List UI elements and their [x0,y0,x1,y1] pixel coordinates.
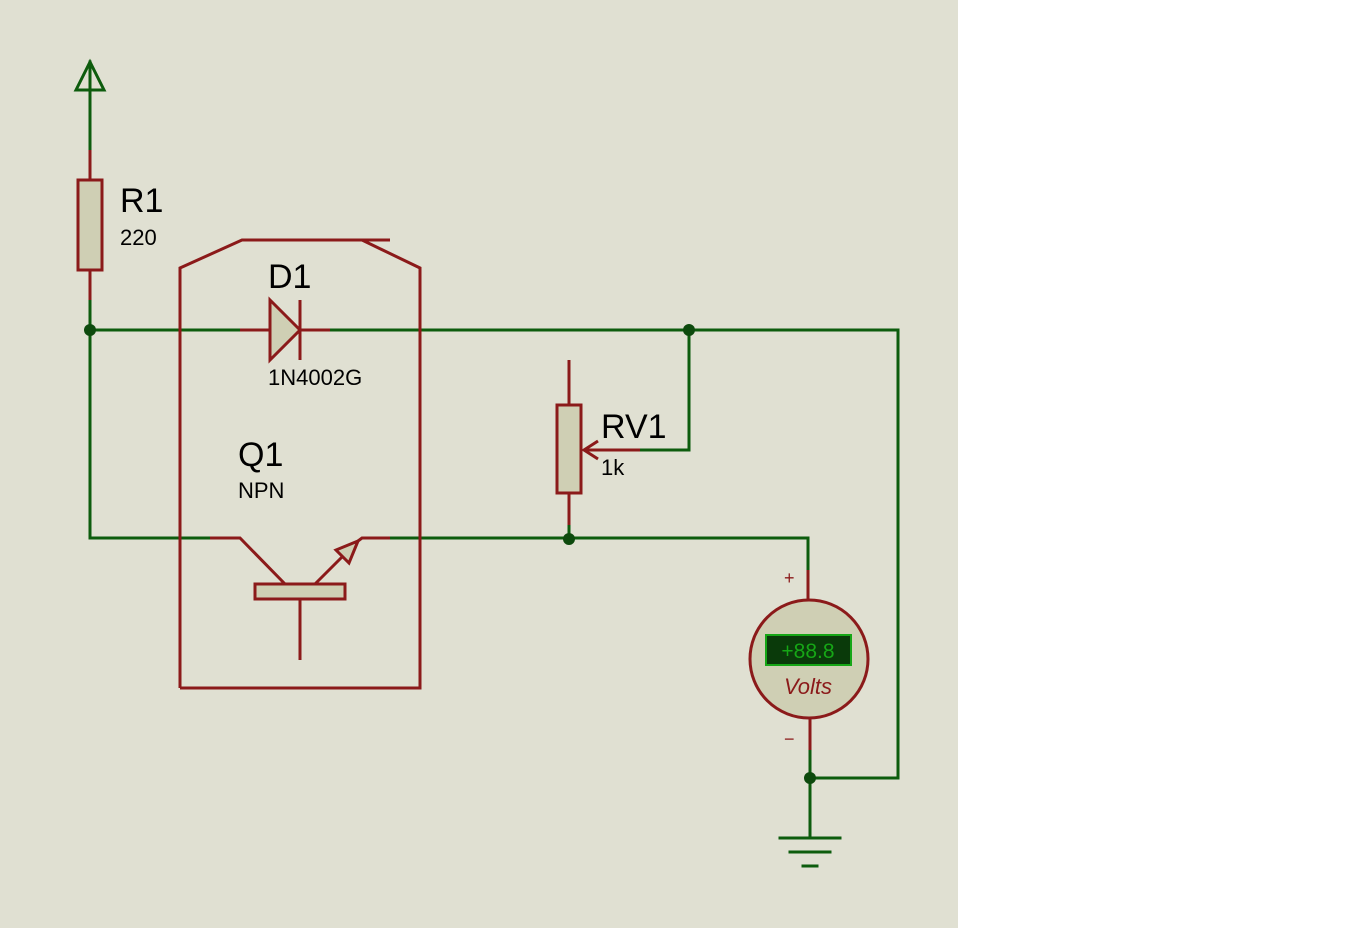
q1-value-label: NPN [238,478,284,503]
component-enclosure[interactable] [178,238,422,690]
q1-ref-label: Q1 [238,436,283,474]
d1-ref-label: D1 [268,258,311,296]
wire-diode-to-right[interactable] [328,328,900,780]
junction-dot [804,772,816,784]
rv1-ref-label: RV1 [601,408,667,446]
power-terminal[interactable] [73,58,107,92]
r1-ref-label: R1 [120,182,163,220]
wires [88,60,900,840]
wire-node-to-q1-collector[interactable] [88,328,212,540]
blank-panel [958,0,1354,928]
transistor-q1[interactable]: Q1 NPN [210,436,390,660]
r1-value-label: 220 [120,225,157,250]
schematic-diagram: R1 220 D1 1N4002G Q1 NPN RV1 1k [73,58,900,868]
schematic-canvas[interactable] [0,0,958,928]
potentiometer-rv1[interactable]: RV1 1k [555,360,667,525]
wire-rv1-wiper-loop[interactable] [638,328,691,452]
voltmeter-plus-sign: + [784,568,795,588]
junction-dot [563,533,575,545]
wire-q1-emitter-to-meter[interactable] [388,536,810,572]
d1-value-label: 1N4002G [268,365,362,390]
voltmeter-minus-sign: − [784,729,795,749]
diode-d1[interactable]: D1 1N4002G [240,258,362,390]
voltmeter-unit-label: Volts [784,674,832,699]
junction-dot [683,324,695,336]
resistor-r1[interactable]: R1 220 [76,150,163,300]
junctions [84,324,816,784]
rv1-value-label: 1k [601,455,625,480]
junction-dot [84,324,96,336]
voltmeter[interactable]: +88.8 Volts + − [748,568,870,750]
voltmeter-reading: +88.8 [781,640,834,663]
ground-symbol[interactable] [778,836,842,868]
